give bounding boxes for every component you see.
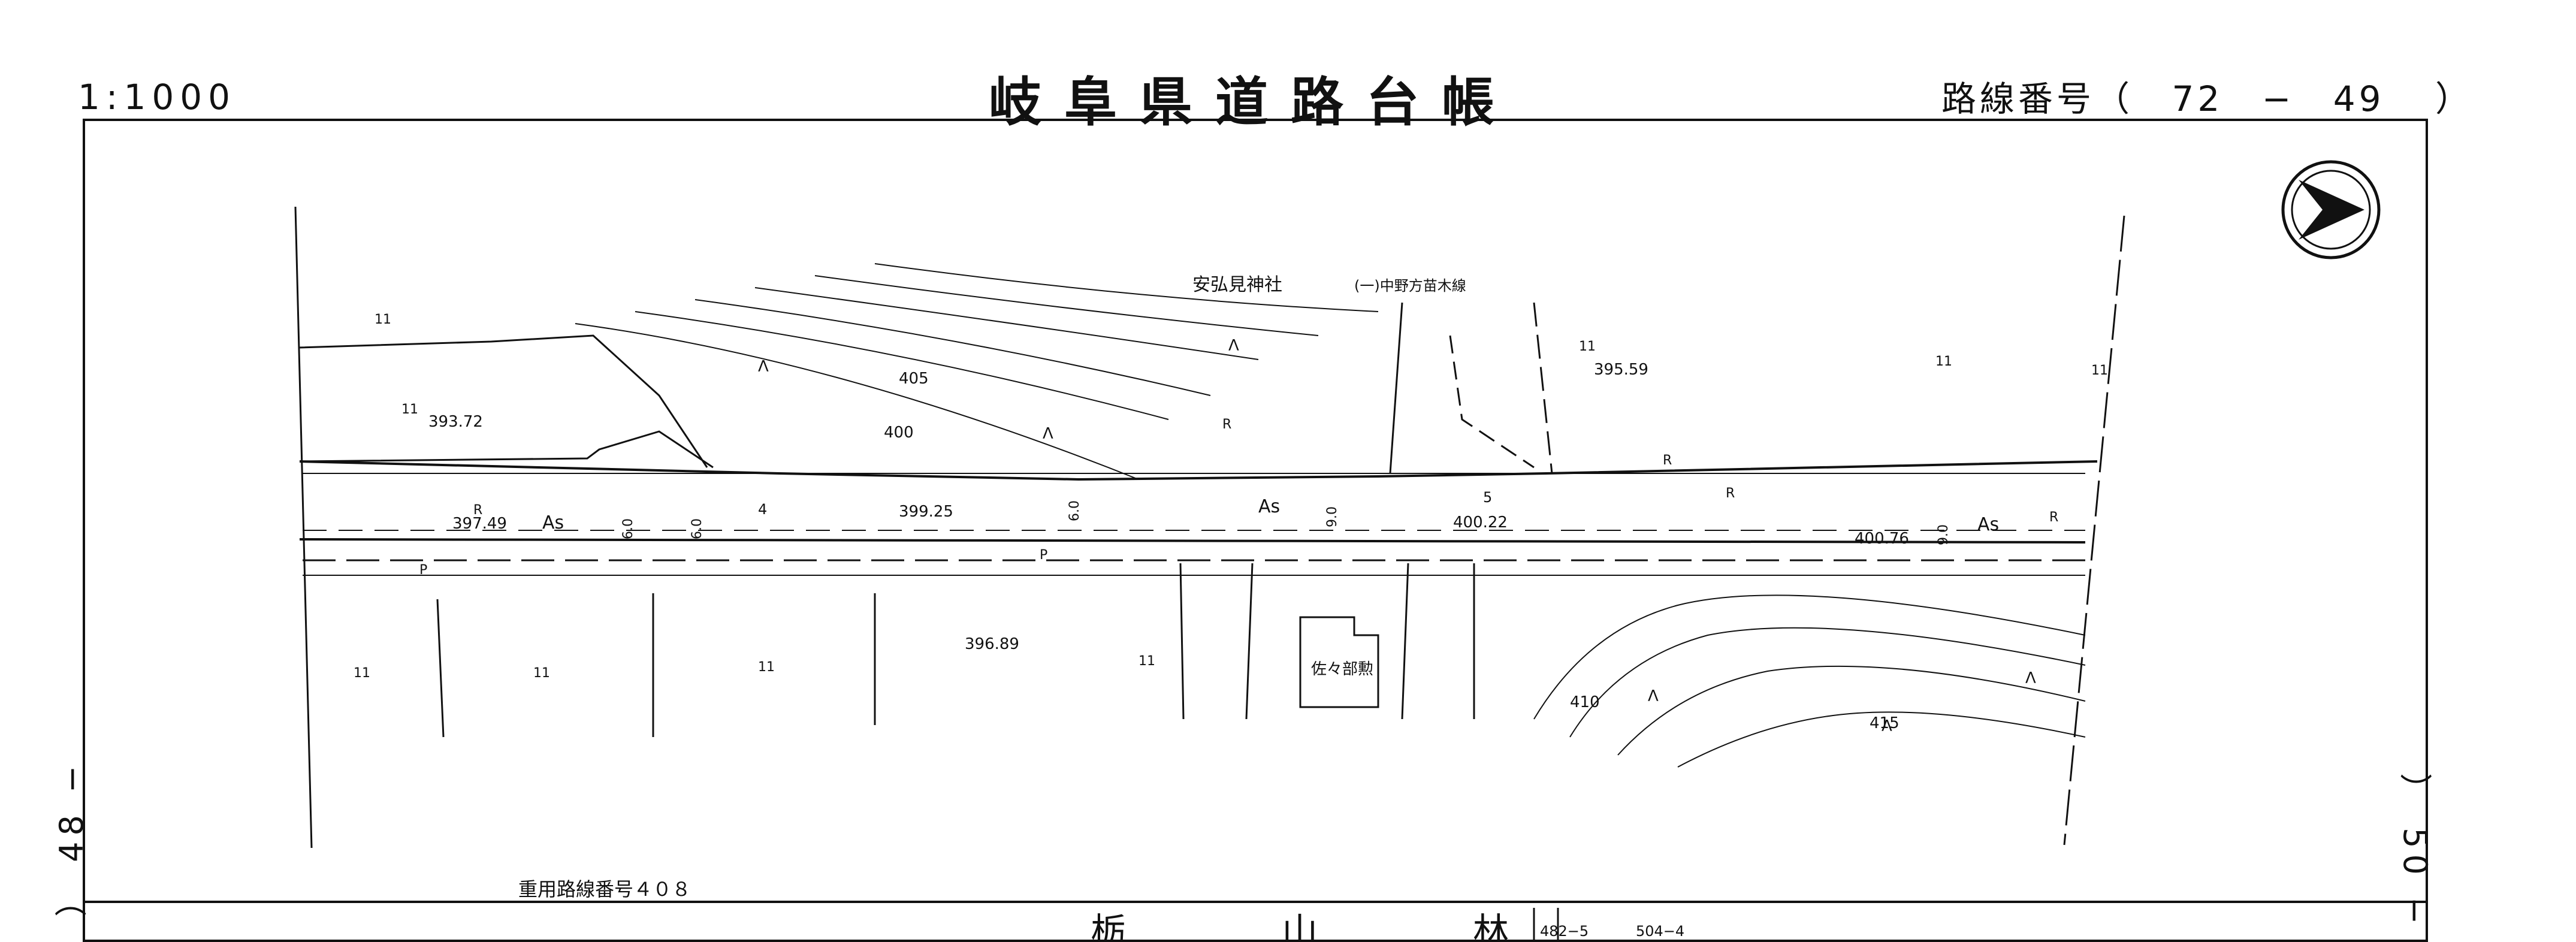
lot-line	[1245, 563, 1254, 720]
route-number: 路線番号（ 72 − 49 ）	[1941, 71, 2474, 121]
pavement-label: As	[1258, 496, 1280, 517]
field-mark: 11	[375, 312, 391, 327]
road-edge-north	[299, 460, 2098, 481]
contour-label: 405	[899, 370, 929, 388]
width-label: 6.0	[621, 518, 636, 539]
section-cut-right	[2063, 215, 2125, 846]
pole-mark: P	[419, 563, 427, 578]
crossroad-label: (一)中野方苗木線	[1354, 277, 1466, 294]
route-dash: −	[2261, 78, 2295, 119]
spot-height: 400.76	[1855, 530, 1909, 548]
spot-height: 395.59	[1594, 361, 1648, 379]
width-label: 6.0	[1067, 500, 1082, 521]
lot-line	[1401, 563, 1409, 720]
forest-mark: Λ	[1228, 337, 1239, 355]
rice-mark: 11	[758, 660, 775, 675]
property-line-upper-left	[299, 334, 708, 468]
width-label: 6.0	[690, 518, 705, 539]
contour-line	[874, 263, 1379, 312]
section-cut-left	[294, 206, 313, 849]
retaining-mark: R	[473, 503, 482, 518]
contour-line	[1569, 627, 2086, 738]
contour-label: 410	[1570, 693, 1600, 711]
contour-line	[1617, 665, 2086, 756]
field-mark: 11	[1579, 339, 1596, 354]
lot-line	[436, 599, 445, 738]
retaining-mark: R	[1663, 453, 1672, 468]
page-title: 岐阜県道路台帳	[989, 71, 1518, 133]
shrine-label: 安弘見神社	[1192, 274, 1282, 295]
spot-height: 396.89	[965, 635, 1019, 653]
map-scale: 1:1000	[78, 77, 237, 117]
spot-height: 397.49	[452, 515, 507, 533]
wall-upper-left	[299, 430, 714, 469]
width-label: 9.0	[1936, 524, 1951, 545]
pavement-label: As	[542, 512, 564, 533]
lower-land-label: 栃 山 林	[1091, 911, 1581, 942]
contour-line	[754, 287, 1259, 360]
overlap-route-label: 重用路線番号４０８	[518, 878, 691, 901]
crossroad-center	[1449, 335, 1535, 469]
contour-line	[575, 323, 1139, 480]
rice-mark: 11	[1138, 654, 1155, 669]
field-mark: 11	[401, 402, 418, 417]
contour-line	[635, 311, 1169, 420]
spot-height: 399.25	[899, 503, 953, 521]
pavement-label: As	[1977, 514, 1999, 535]
house-outline	[1299, 616, 1379, 708]
sheet-frame	[83, 119, 2428, 942]
route-main: 72	[2172, 78, 2224, 119]
route-close: ）	[2435, 78, 2474, 119]
route-sub: 49	[2333, 78, 2385, 119]
north-arrow	[2299, 180, 2364, 240]
route-label: 路線番号（	[1941, 78, 2134, 119]
contour-line	[814, 275, 1319, 336]
forest-mark: Λ	[1882, 717, 1892, 735]
field-mark: 11	[1935, 354, 1952, 369]
station-number: 4	[758, 501, 767, 518]
forest-mark: Λ	[758, 358, 769, 376]
station-number: 5	[1483, 489, 1492, 506]
spot-height: 393.72	[428, 413, 483, 431]
retaining-mark: R	[2049, 510, 2058, 525]
contour-line	[694, 299, 1211, 396]
pole-mark: P	[1040, 548, 1047, 563]
field-mark: 11	[2091, 363, 2108, 378]
spot-height: 400.22	[1453, 514, 1508, 532]
lot-number: 504−4	[1636, 923, 1684, 940]
forest-mark: Λ	[1043, 425, 1053, 443]
crossroad-west	[1389, 302, 1403, 474]
contour-label: 415	[1870, 714, 1899, 732]
width-label: 9.0	[1325, 506, 1340, 527]
rice-mark: 11	[354, 666, 370, 681]
forest-mark: Λ	[2025, 669, 2036, 687]
contour-line	[1533, 594, 2086, 720]
rice-mark: 11	[533, 666, 550, 681]
retaining-mark: R	[1726, 486, 1735, 501]
forest-mark: Λ	[1648, 687, 1659, 705]
contour-line	[1677, 711, 2086, 768]
crossroad-east	[1533, 302, 1553, 474]
contour-label: 400	[884, 424, 914, 442]
lot-line	[1179, 563, 1185, 720]
road-edge-south	[299, 538, 2086, 544]
lot-number: 482−5	[1540, 923, 1589, 940]
house-label: 佐々部勲	[1311, 660, 1373, 678]
compass-arrow-icon	[2281, 160, 2381, 259]
retaining-mark: R	[1222, 417, 1231, 432]
